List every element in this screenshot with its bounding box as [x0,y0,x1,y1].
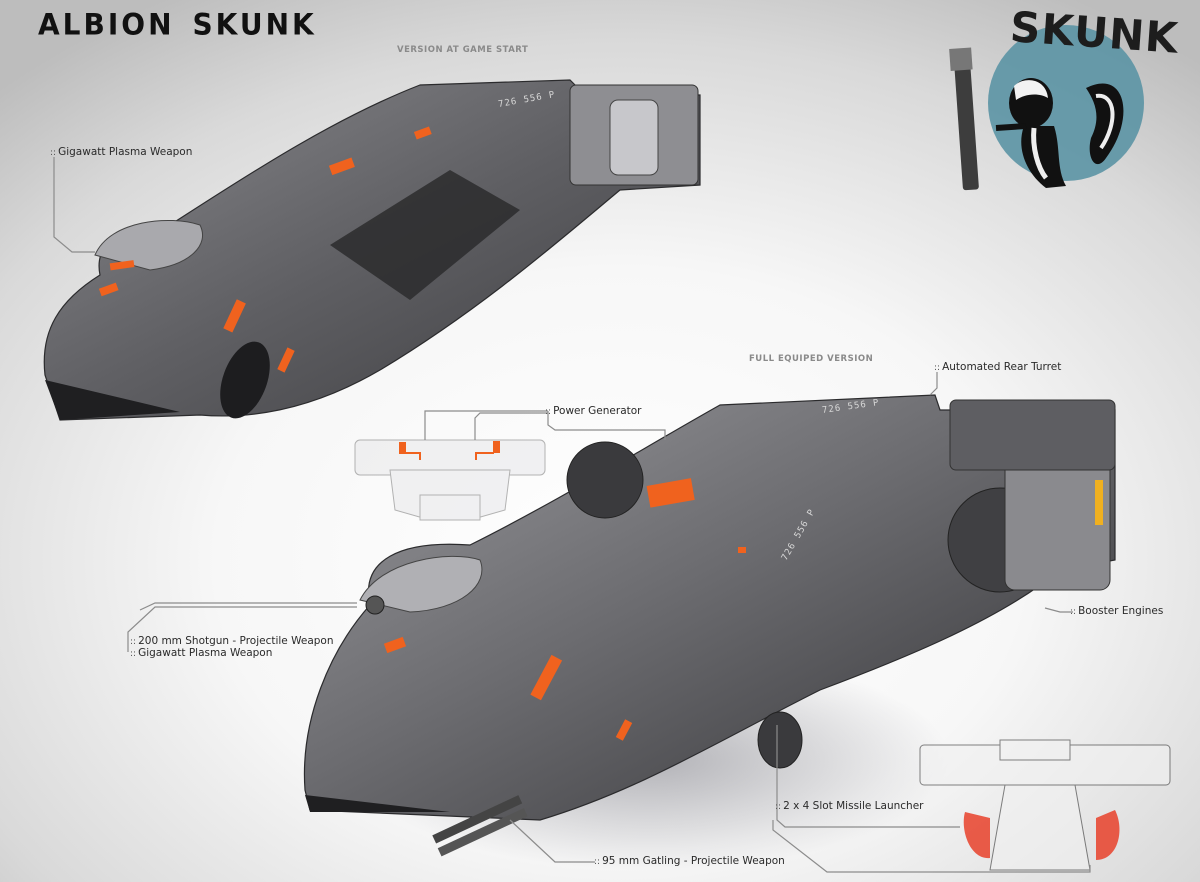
ship-game-start [43,79,701,421]
callout-prefix: :: [775,802,782,812]
missile-launcher-highlight [963,810,1120,860]
booster-engine-icon [566,399,1116,593]
callout-label: Gigawatt Plasma Weapon [58,146,193,158]
title-word-albion: ALBION [38,7,175,42]
callout-prefix: :: [1070,607,1077,617]
callout-label: Automated Rear Turret [942,361,1062,373]
leader-line-gatling [509,819,595,863]
gatling-icon [432,795,528,857]
xray-missile-launcher [919,739,1171,871]
callout-missile-launcher: ::2 x 4 Slot Missile Launcher [775,800,923,812]
callout-power-generator: ::Power Generator [545,405,641,417]
callout-shotgun: ::200 mm Shotgun - Projectile Weapon [130,635,334,647]
callout-prefix: :: [50,148,57,158]
section-label-full-equipped: FULL EQUIPED VERSION [749,354,874,364]
callout-label: Power Generator [553,405,642,417]
xray-power-generator [354,439,546,521]
leader-line-power-gen-1 [424,410,548,440]
leader-line-shotgun-outer [139,602,357,611]
callout-booster-engines: ::Booster Engines [1070,605,1163,617]
skunk-logo [949,25,1144,191]
ship-full-equipped [303,394,1116,857]
title-word-skunk: SKUNK [192,7,317,42]
callout-rear-turret: ::Automated Rear Turret [934,361,1061,373]
leader-line-missile-2 [772,820,1091,873]
missile-pod-icon [757,711,803,769]
gun-icon [949,47,979,191]
orange-accent-panels [383,478,746,741]
page-title: ALBION SKUNK [38,7,317,42]
callout-label: 2 x 4 Slot Missile Launcher [783,800,924,812]
section-label-game-start: VERSION AT GAME START [397,45,529,55]
callout-prefix: :: [545,407,552,417]
callout-prefix: :: [934,363,941,373]
leader-line-top-plasma [53,157,95,253]
callout-bottom-plasma-weapon: ::Gigawatt Plasma Weapon [130,647,272,659]
leader-line-missile-1 [776,725,960,828]
orange-accent-panels [98,126,432,373]
leader-line-power-gen-2 [547,411,666,440]
leader-line-booster [1044,607,1073,613]
skunk-character-icon [995,78,1124,188]
callout-label: 95 mm Gatling - Projectile Weapon [602,855,785,867]
power-generator-highlight [399,441,500,460]
callout-gatling: ::95 mm Gatling - Projectile Weapon [594,855,785,867]
callout-prefix: :: [130,637,137,647]
callout-label: Gigawatt Plasma Weapon [138,647,273,659]
callout-prefix: :: [594,857,601,867]
callout-top-plasma-weapon: ::Gigawatt Plasma Weapon [50,146,192,158]
callout-label: 200 mm Shotgun - Projectile Weapon [138,635,334,647]
callout-prefix: :: [130,649,137,659]
leader-line-rear-turret [929,372,938,396]
callout-label: Booster Engines [1078,605,1164,617]
leader-line-plasma-outer [127,606,357,652]
leader-lines [53,157,1091,873]
